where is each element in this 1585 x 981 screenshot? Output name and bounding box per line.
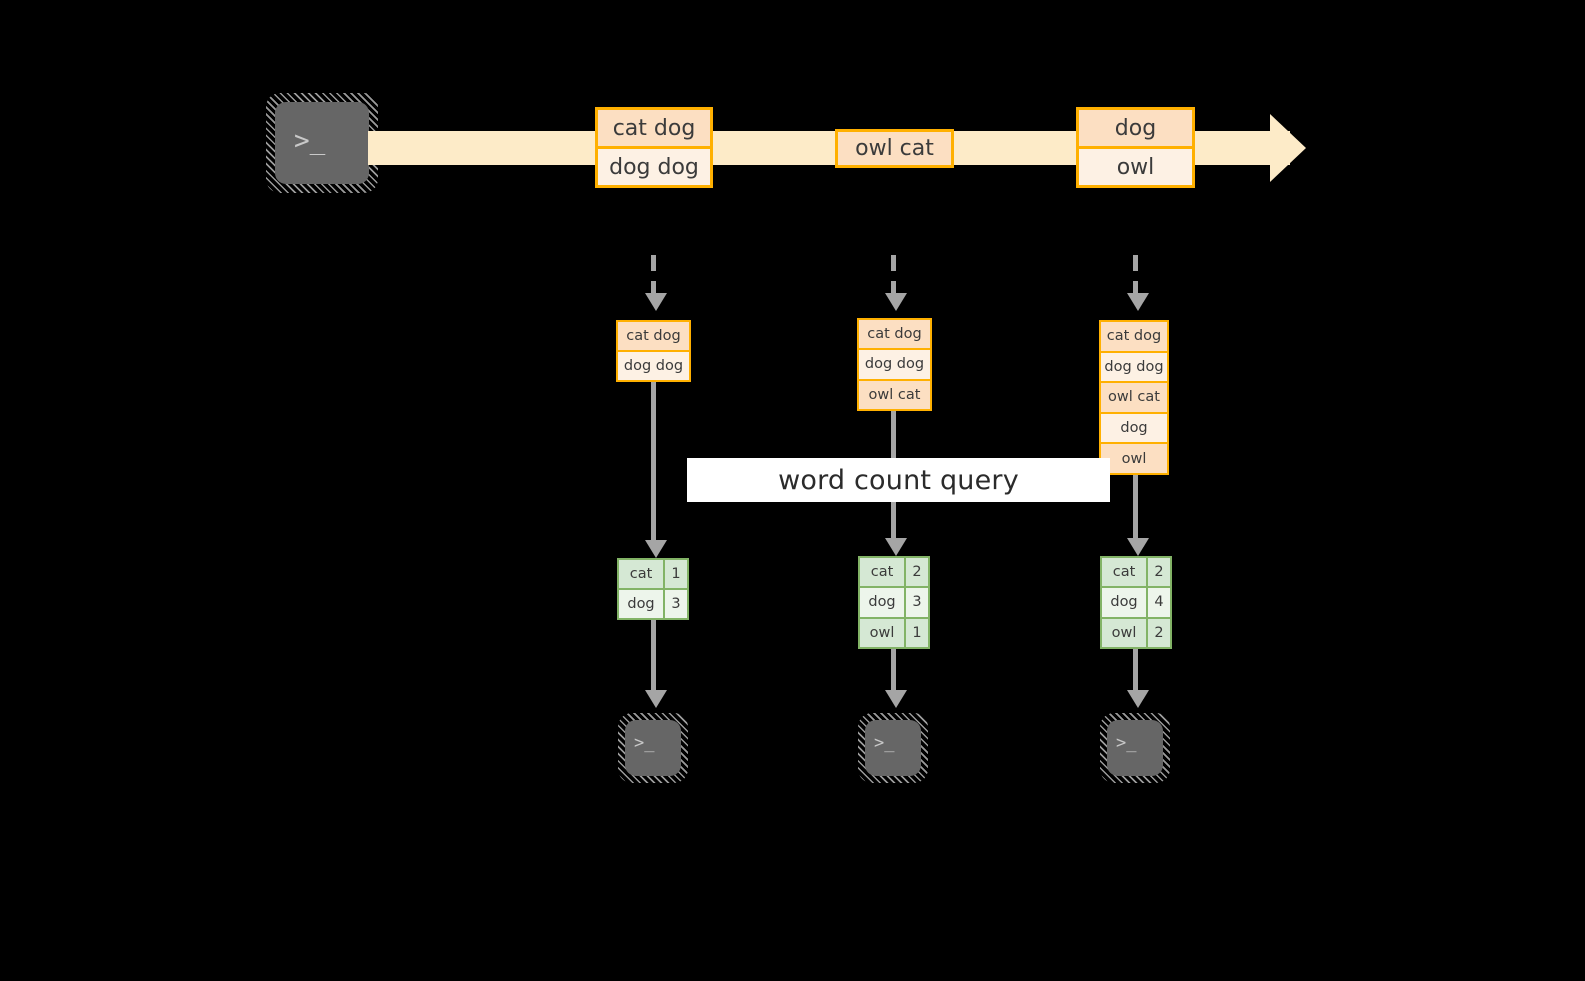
result-row: owl 1 (860, 618, 928, 647)
stream-event-group-2[interactable]: owl cat (835, 129, 954, 168)
result-count: 3 (665, 590, 687, 618)
result-row: dog 3 (860, 588, 928, 619)
result-word: dog (860, 588, 906, 617)
result-word: dog (619, 590, 665, 618)
column-3-log-to-result-line (1133, 475, 1138, 540)
event-log-line: cat dog (618, 322, 689, 352)
column-1-result-to-sink-arrow (645, 690, 667, 708)
result-table-2[interactable]: cat 2 dog 3 owl 1 (858, 556, 930, 649)
column-3-result-to-sink-arrow (1127, 690, 1149, 708)
stream-event-group-1[interactable]: cat dog dog dog (595, 107, 713, 188)
result-count: 1 (665, 560, 687, 588)
source-terminal-icon[interactable] (275, 102, 369, 184)
event-log-3[interactable]: cat dog dog dog owl cat dog owl (1099, 320, 1169, 475)
result-row: dog 3 (619, 590, 687, 618)
column-1-stream-tap-arrow (645, 293, 667, 311)
column-1-stream-tap (651, 255, 656, 295)
result-count: 1 (906, 618, 928, 647)
stream-event-line: dog (1079, 110, 1192, 149)
source-terminal-glyph: >_ (294, 126, 326, 156)
column-3-stream-tap-arrow (1127, 293, 1149, 311)
result-row: owl 2 (1102, 618, 1170, 647)
event-log-line: cat dog (859, 320, 930, 351)
event-log-line: dog dog (859, 350, 930, 381)
result-table-3[interactable]: cat 2 dog 4 owl 2 (1100, 556, 1172, 649)
event-log-line: owl (1101, 444, 1167, 473)
event-log-line: dog (1101, 413, 1167, 445)
column-3-result-to-sink-line (1133, 649, 1138, 692)
result-row: dog 4 (1102, 588, 1170, 619)
column-2-result-to-sink-arrow (885, 690, 907, 708)
result-row: cat 2 (1102, 558, 1170, 589)
column-3-stream-tap (1133, 255, 1138, 295)
event-log-line: owl cat (859, 380, 930, 409)
column-3-log-to-result-arrow (1127, 538, 1149, 556)
result-count: 4 (1148, 588, 1170, 617)
result-word: cat (860, 558, 906, 587)
result-count: 3 (906, 588, 928, 617)
column-1-result-to-sink-line (651, 620, 656, 692)
result-word: cat (1102, 558, 1148, 587)
column-1-sink-terminal-glyph: >_ (634, 733, 655, 753)
result-row: cat 2 (860, 558, 928, 589)
column-2-log-to-result-arrow (885, 538, 907, 556)
result-word: dog (1102, 588, 1148, 617)
word-count-query-label: word count query (778, 464, 1019, 496)
column-2-stream-tap (891, 255, 896, 295)
stream-event-line: owl (1079, 149, 1192, 185)
event-log-line: dog dog (618, 352, 689, 380)
column-2-result-to-sink-line (891, 649, 896, 692)
result-count: 2 (906, 558, 928, 587)
event-log-1[interactable]: cat dog dog dog (616, 320, 691, 382)
stream-event-line: cat dog (598, 110, 710, 149)
word-count-query-banner[interactable]: word count query (687, 458, 1110, 502)
column-3-sink-terminal-glyph: >_ (1116, 733, 1137, 753)
column-3-sink-terminal-icon[interactable] (1107, 720, 1163, 776)
event-log-line: dog dog (1101, 352, 1167, 384)
stream-event-group-3[interactable]: dog owl (1076, 107, 1195, 188)
stream-event-line: dog dog (598, 149, 710, 185)
column-2-sink-terminal-glyph: >_ (874, 733, 895, 753)
event-log-2[interactable]: cat dog dog dog owl cat (857, 318, 932, 411)
result-count: 2 (1148, 558, 1170, 587)
event-log-line: cat dog (1101, 322, 1167, 353)
column-1-sink-terminal-icon[interactable] (625, 720, 681, 776)
result-word: owl (860, 618, 906, 647)
result-table-1[interactable]: cat 1 dog 3 (617, 558, 689, 620)
event-log-line: owl cat (1101, 383, 1167, 414)
column-2-sink-terminal-icon[interactable] (865, 720, 921, 776)
column-1-log-to-result-arrow (645, 540, 667, 558)
result-count: 2 (1148, 618, 1170, 647)
column-2-stream-tap-arrow (885, 293, 907, 311)
result-word: cat (619, 560, 665, 588)
result-row: cat 1 (619, 560, 687, 590)
stream-event-line: owl cat (838, 132, 951, 165)
column-1-log-to-result-line (651, 382, 656, 542)
event-stream-arrowhead (1270, 114, 1306, 182)
result-word: owl (1102, 618, 1148, 647)
